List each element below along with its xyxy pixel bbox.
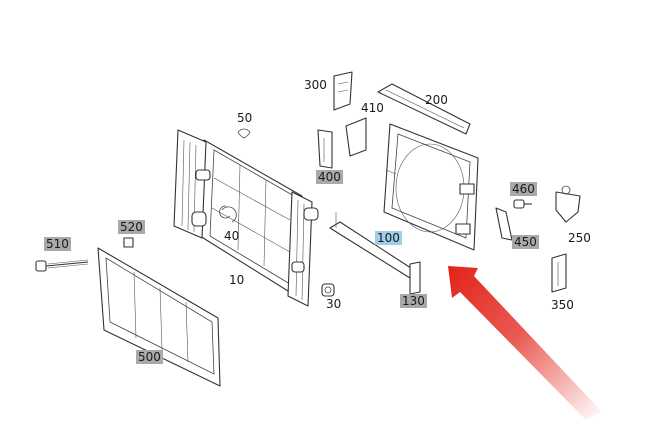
bracket-part-250 — [555, 185, 581, 223]
front-shroud-part-500 — [97, 247, 221, 387]
radiator-left-tank — [173, 129, 211, 239]
callout-130: 130 — [400, 294, 427, 308]
callout-510: 510 — [44, 237, 71, 251]
bracket-part-300 — [333, 71, 353, 111]
bracket-part-350 — [551, 253, 567, 293]
radiator-right-tank — [287, 191, 319, 307]
clamp-ring-part-40 — [219, 205, 237, 223]
bracket-part-410 — [345, 117, 367, 157]
bracket-part-400 — [317, 129, 333, 169]
callout-200: 200 — [425, 93, 448, 107]
callout-300: 300 — [304, 78, 327, 92]
callout-400: 400 — [316, 170, 343, 184]
callout-350: 350 — [551, 298, 574, 312]
callout-100-highlighted: 100 — [375, 231, 402, 245]
callout-450: 450 — [512, 235, 539, 249]
fan-shroud-part-100 — [383, 123, 479, 251]
callout-30: 30 — [326, 297, 342, 311]
clip-part-50 — [237, 128, 251, 139]
callout-250: 250 — [568, 231, 591, 245]
lower-bracket-part-130 — [329, 212, 421, 295]
callout-460: 460 — [510, 182, 537, 196]
callout-410: 410 — [361, 101, 384, 115]
callout-10: 10 — [229, 273, 245, 287]
red-pointer-arrow — [448, 266, 602, 420]
top-cover-part-200 — [377, 83, 471, 135]
bracket-part-450 — [495, 207, 513, 241]
block-part-520 — [123, 237, 134, 248]
bolt-part-510 — [35, 259, 89, 272]
stud-part-460 — [513, 199, 532, 209]
callout-50: 50 — [237, 111, 253, 125]
callout-520: 520 — [118, 220, 145, 234]
callout-40: 40 — [224, 229, 240, 243]
radiator-core-part — [199, 139, 303, 297]
connector-part-30 — [321, 283, 335, 297]
callout-500: 500 — [136, 350, 163, 364]
